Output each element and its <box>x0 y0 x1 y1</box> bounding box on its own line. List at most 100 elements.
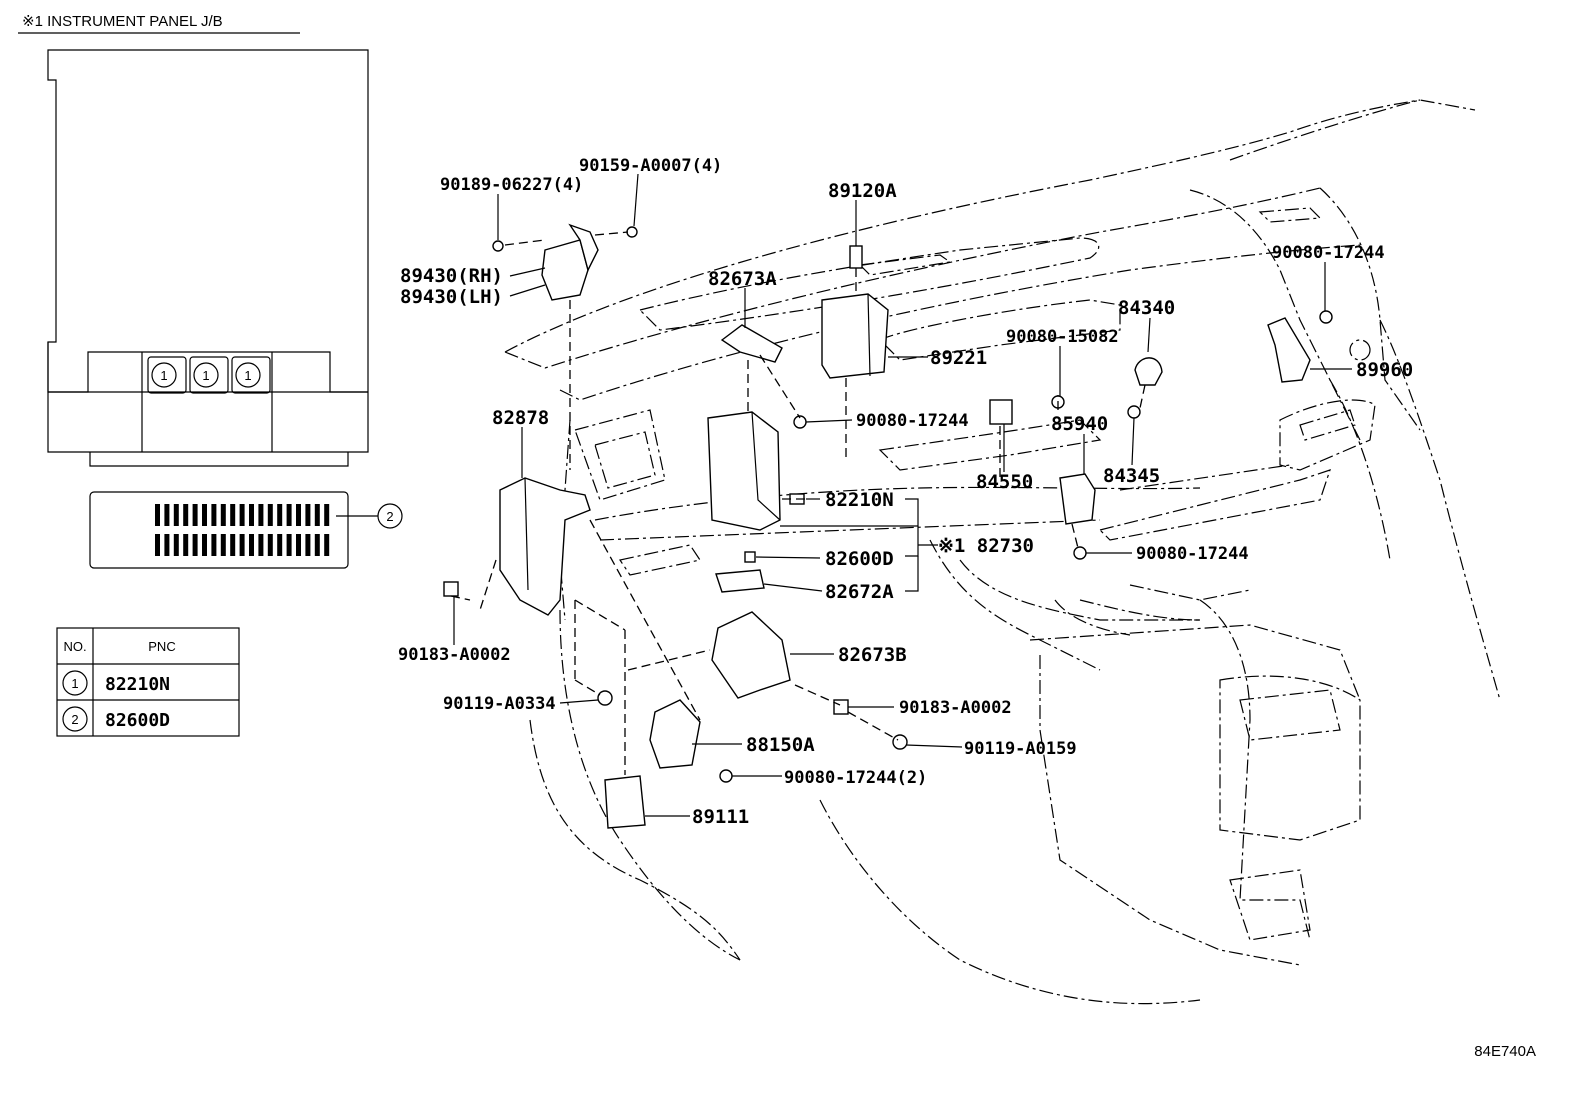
relay-strip-bars <box>155 534 330 556</box>
label-90080-17244-center: 90080-17244 <box>856 411 969 431</box>
part-90080-17244-nut-right <box>1319 310 1333 324</box>
label-82673b: 82673B <box>838 644 907 666</box>
table-header-pnc: PNC <box>148 639 175 654</box>
table-row-1-no: 1 <box>71 676 78 691</box>
label-84550: 84550 <box>976 471 1033 493</box>
relay-strip: 2 <box>89 491 403 569</box>
assembly-lines <box>450 231 1146 775</box>
label-89430-lh: 89430(LH) <box>400 286 503 308</box>
part-89120a-sensor <box>849 245 863 269</box>
part-82673a-bracket <box>720 324 783 363</box>
relay-strip-bar <box>220 534 226 556</box>
label-82730: ※1 82730 <box>938 535 1034 557</box>
label-89221: 89221 <box>930 347 987 369</box>
relay-strip-bar <box>286 504 292 526</box>
label-89430-rh: 89430(RH) <box>400 265 503 287</box>
part-82673b-bracket <box>711 611 791 699</box>
relay-strip-bar <box>324 534 330 556</box>
relay-strip-bar <box>314 534 320 556</box>
label-90080-17244-bottom: 90080-17244 <box>1136 544 1249 564</box>
relay-strip-bar <box>173 504 179 526</box>
part-84340-switch <box>1134 357 1163 386</box>
dashboard-outline <box>504 99 1501 1005</box>
relay-strip-bar <box>173 534 179 556</box>
label-84340: 84340 <box>1118 297 1175 319</box>
relay-strip-bar <box>220 504 226 526</box>
label-90183-a0002-right: 90183-A0002 <box>899 698 1012 718</box>
relay-callout-2: 2 <box>386 509 393 524</box>
relay-strip-bar <box>155 534 160 556</box>
part-82878-bracket <box>499 477 591 616</box>
label-90189-06227: 90189-06227(4) <box>440 175 583 195</box>
part-82600d-relay <box>744 551 756 563</box>
table-row-1-pnc: 82210N <box>105 674 170 695</box>
relay-strip-bar <box>192 504 198 526</box>
label-90119-a0334: 90119-A0334 <box>443 694 556 714</box>
relay-strip-bar <box>258 534 264 556</box>
part-84345-ring <box>1127 405 1141 419</box>
leader-lines <box>453 173 1352 817</box>
part-labels: 90189-06227(4) 90159-A0007(4) 89430(RH) … <box>398 156 1413 828</box>
relay-strip-bar <box>211 534 217 556</box>
relay-strip-bar <box>267 504 273 526</box>
part-90183-a0002-nut-right <box>833 699 849 715</box>
relay-strip-bar <box>164 534 170 556</box>
fuse-callout-1a: 1 <box>160 368 167 383</box>
label-82878: 82878 <box>492 407 549 429</box>
relay-strip-bar <box>230 504 236 526</box>
label-88150a: 88150A <box>746 734 815 756</box>
label-82210n: 82210N <box>825 489 894 511</box>
figure-id: 84E740A <box>1474 1043 1536 1060</box>
label-89960: 89960 <box>1356 359 1413 381</box>
label-90080-15082: 90080-15082 <box>1006 327 1119 347</box>
relay-strip-bar <box>305 534 311 556</box>
relay-strip-bar <box>296 534 301 556</box>
relay-strip-bar <box>155 504 160 526</box>
relay-strip-bar <box>183 504 189 526</box>
relay-strip-bar <box>286 534 292 556</box>
table-header-no: NO. <box>63 639 86 654</box>
part-89111-module <box>604 775 646 829</box>
part-90080-17244-nut-lower <box>719 769 733 783</box>
part-89960-sensor <box>1267 317 1311 383</box>
part-90119-a0334-bolt <box>597 690 613 706</box>
part-84550-switch <box>989 399 1013 425</box>
label-82673a: 82673A <box>708 268 777 290</box>
relay-strip-bar <box>305 504 311 526</box>
label-89111: 89111 <box>692 806 749 828</box>
relay-strip-bar <box>183 534 189 556</box>
relay-strip-bar <box>202 504 207 526</box>
part-89221-ecu <box>821 293 889 379</box>
relay-strip-bar <box>239 534 245 556</box>
part-82730-junction-block <box>707 411 781 531</box>
label-90183-a0002-left: 90183-A0002 <box>398 645 511 665</box>
label-90159-a0007: 90159-A0007(4) <box>579 156 722 176</box>
part-90119-a0159-bolt <box>892 734 908 750</box>
label-82600d: 82600D <box>825 548 894 570</box>
table-row-2-pnc: 82600D <box>105 710 170 731</box>
part-90080-17244-nut-bottom <box>1073 546 1087 560</box>
relay-strip-bar <box>239 504 245 526</box>
relay-strip-bar <box>249 504 254 526</box>
part-89430-relay <box>541 223 599 301</box>
label-90119-a0159: 90119-A0159 <box>964 739 1077 759</box>
part-88150a-module <box>649 699 701 769</box>
relay-strip-bars <box>155 504 330 526</box>
part-85940-relay <box>1059 473 1096 525</box>
relay-strip-bar <box>267 534 273 556</box>
relay-strip-bar <box>258 504 264 526</box>
label-90080-17244-2: 90080-17244(2) <box>784 768 927 788</box>
table-row-2-no: 2 <box>71 712 78 727</box>
relay-strip-bar <box>277 534 283 556</box>
label-90080-17244-right: 90080-17244 <box>1272 243 1385 263</box>
fuse-callout-1c: 1 <box>244 368 251 383</box>
relay-strip-bar <box>249 534 254 556</box>
label-84345: 84345 <box>1103 465 1160 487</box>
part-90159-bolt <box>626 226 638 238</box>
relay-strip-bar <box>230 534 236 556</box>
relay-strip-bar <box>296 504 301 526</box>
part-82672a-cover <box>715 569 765 593</box>
fuse-callout-1b: 1 <box>202 368 209 383</box>
label-89120a: 89120A <box>828 180 897 202</box>
relay-strip-bar <box>314 504 320 526</box>
